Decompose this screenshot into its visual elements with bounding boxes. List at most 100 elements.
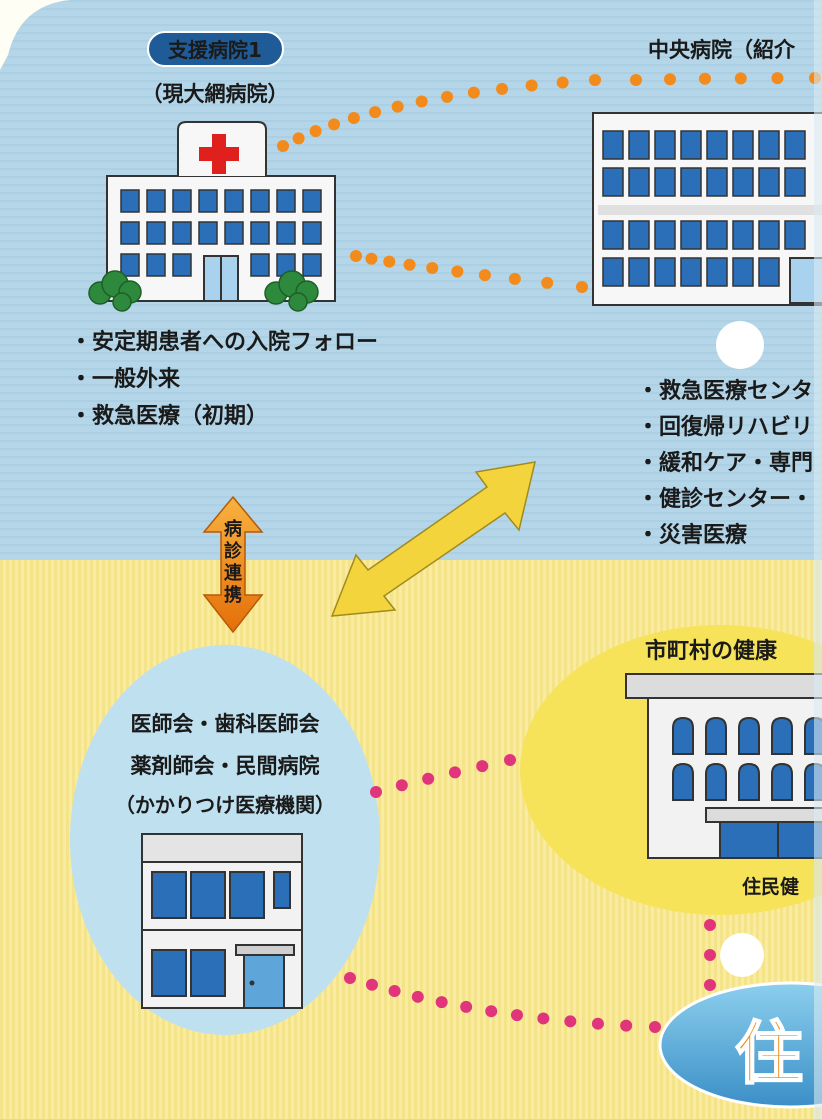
window xyxy=(302,253,322,277)
support-central-connection-dots xyxy=(277,72,821,293)
connection-dot xyxy=(422,772,435,785)
connection-dot xyxy=(537,1012,550,1025)
connection-dot xyxy=(344,972,356,984)
clinic-caption: （かかりつけ医療機関） xyxy=(115,793,335,817)
connection-dot xyxy=(403,258,416,271)
central-hospital-title: 中央病院（紹介 xyxy=(648,38,796,62)
connection-dot xyxy=(292,132,305,145)
connection-dot xyxy=(704,949,716,961)
connection-dot xyxy=(467,86,480,99)
connector-node xyxy=(716,321,764,369)
central-role-item: ・災害医療 xyxy=(637,522,747,548)
window xyxy=(784,167,806,197)
window xyxy=(172,189,192,213)
connection-dot xyxy=(591,1017,604,1030)
central-role-item: ・健診センター・ xyxy=(637,486,813,512)
window xyxy=(680,130,702,160)
window xyxy=(706,130,728,160)
svg-text:診: 診 xyxy=(224,540,243,562)
connection-dot xyxy=(328,118,341,131)
window xyxy=(250,189,270,213)
window xyxy=(758,220,780,250)
support-role-item: ・一般外来 xyxy=(70,366,181,392)
connection-dot xyxy=(541,276,554,289)
connection-dot xyxy=(441,90,454,103)
window xyxy=(784,220,806,250)
support-hospital-badge: 支援病院1 xyxy=(147,31,284,67)
connection-dot xyxy=(460,1000,473,1013)
connection-dot xyxy=(485,1005,498,1018)
central-role-item: ・回復帰リハビリ xyxy=(637,414,813,440)
window xyxy=(602,220,624,250)
window xyxy=(224,189,244,213)
svg-text:携: 携 xyxy=(224,584,242,606)
connection-dot xyxy=(391,100,404,113)
support-role-item: ・救急医療（初期） xyxy=(70,403,268,429)
support-hospital-roles: ・安定期患者への入院フォロー ・一般外来 ・救急医療（初期） xyxy=(70,329,378,429)
municipal-title: 市町村の健康 xyxy=(645,638,778,664)
window xyxy=(758,167,780,197)
window xyxy=(250,221,270,245)
connection-dot xyxy=(426,262,439,275)
connector-node xyxy=(720,933,764,977)
window xyxy=(628,167,650,197)
shrub-icon xyxy=(88,270,319,312)
connection-dot xyxy=(365,978,378,991)
window xyxy=(602,257,624,287)
connection-dot xyxy=(525,79,538,92)
residents-area xyxy=(658,981,822,1109)
municipal-caption: 住民健 xyxy=(742,875,799,898)
connection-dot xyxy=(415,95,428,108)
window xyxy=(602,130,624,160)
referral-label: 病 診 連 携 xyxy=(224,518,243,606)
connection-dot xyxy=(369,106,382,119)
window xyxy=(771,762,793,801)
window xyxy=(672,716,694,755)
window xyxy=(250,253,270,277)
support-role-item: ・安定期患者への入院フォロー xyxy=(70,329,378,355)
connection-dot xyxy=(365,252,378,265)
window xyxy=(224,221,244,245)
referral-double-arrow xyxy=(202,495,264,634)
window xyxy=(706,220,728,250)
central-role-item: ・緩和ケア・専門 xyxy=(637,450,813,476)
connection-dot xyxy=(478,269,491,282)
window xyxy=(146,253,166,277)
window xyxy=(705,762,727,801)
connection-dot xyxy=(435,996,448,1009)
window xyxy=(738,762,760,801)
window xyxy=(276,189,296,213)
svg-text:病: 病 xyxy=(224,518,242,540)
window xyxy=(680,220,702,250)
connection-dot xyxy=(370,786,382,798)
window xyxy=(146,221,166,245)
connection-dot xyxy=(309,125,322,138)
window xyxy=(120,189,140,213)
connection-dot xyxy=(504,754,516,766)
connection-dot xyxy=(771,72,784,85)
window xyxy=(198,221,218,245)
connection-dot xyxy=(698,72,711,85)
connection-dot xyxy=(496,82,509,95)
window xyxy=(654,257,676,287)
window xyxy=(705,716,727,755)
window xyxy=(120,253,140,277)
hospital-clinic-double-arrow xyxy=(330,461,536,617)
central-hospital-building xyxy=(592,112,822,306)
window xyxy=(758,257,780,287)
window xyxy=(732,130,754,160)
connection-dot xyxy=(395,779,408,792)
window xyxy=(172,253,192,277)
connection-dot xyxy=(576,281,588,293)
connection-dot xyxy=(383,255,396,268)
connection-dot xyxy=(350,250,362,262)
connection-dot xyxy=(388,985,401,998)
clinic-association-line1: 医師会・歯科医師会 xyxy=(131,712,320,736)
connection-dot xyxy=(704,919,716,931)
window xyxy=(654,167,676,197)
window xyxy=(602,167,624,197)
window xyxy=(302,221,322,245)
municipal-health-center-building xyxy=(625,673,822,859)
window xyxy=(654,220,676,250)
